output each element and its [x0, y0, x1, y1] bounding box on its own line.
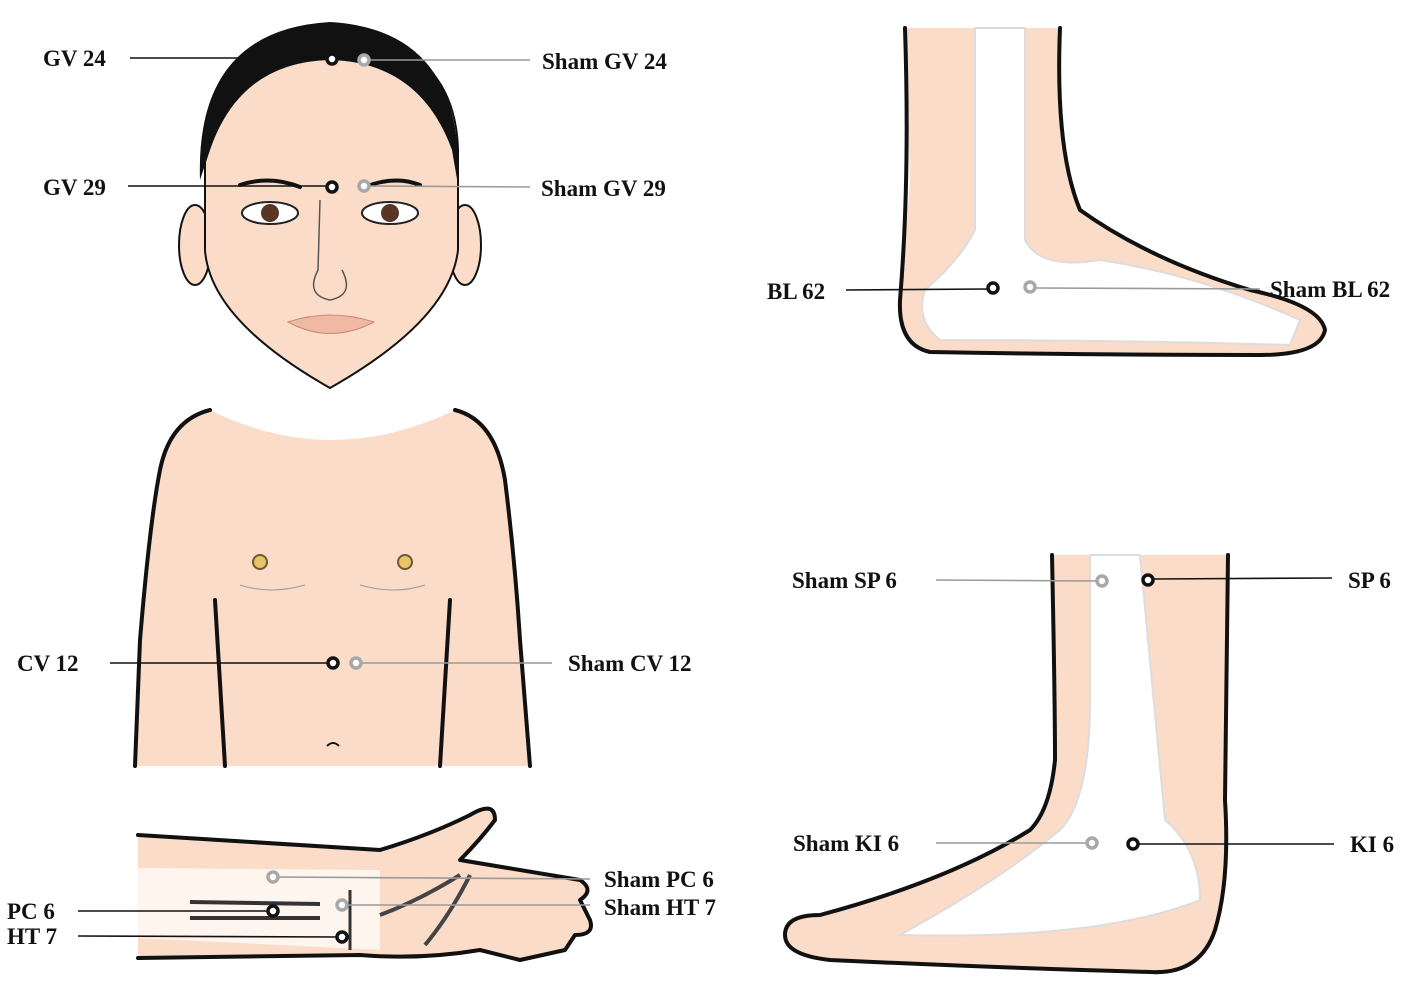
label-sham-bl62: Sham BL 62 [1270, 277, 1390, 302]
lateral-foot-figure [897, 26, 1327, 357]
point-pc6 [266, 904, 280, 918]
label-bl62: BL 62 [767, 279, 825, 304]
point-sham-bl62 [1023, 280, 1037, 294]
label-sham-pc6: Sham PC 6 [604, 867, 714, 892]
label-cv12: CV 12 [17, 651, 79, 676]
label-gv24: GV 24 [43, 46, 106, 71]
point-sham-ht7 [335, 898, 349, 912]
label-sham-sp6: Sham SP 6 [792, 568, 897, 593]
point-sham-gv29 [357, 179, 371, 193]
label-ht7: HT 7 [7, 924, 57, 949]
head-figure [178, 22, 482, 390]
point-bl62 [986, 281, 1000, 295]
hand-figure [136, 806, 593, 962]
point-gv29 [325, 180, 339, 194]
point-sp6 [1141, 573, 1155, 587]
label-pc6: PC 6 [7, 899, 55, 924]
point-ki6 [1126, 837, 1140, 851]
labels: GV 24 Sham GV 24 GV 29 Sham GV 29 CV 12 … [7, 46, 1394, 949]
acupoint-markers [266, 52, 1155, 944]
leader-lines [77, 57, 1334, 938]
label-sham-ht7: Sham HT 7 [604, 895, 716, 920]
point-sham-sp6 [1095, 574, 1109, 588]
medial-foot-figure [783, 553, 1230, 975]
point-sham-gv24 [357, 53, 371, 67]
torso-figure [133, 408, 532, 768]
label-sham-gv24: Sham GV 24 [542, 49, 667, 74]
label-ki6: KI 6 [1350, 832, 1394, 857]
label-sp6: SP 6 [1348, 568, 1391, 593]
point-sham-pc6 [266, 870, 280, 884]
point-gv24 [325, 52, 339, 66]
point-sham-ki6 [1085, 836, 1099, 850]
label-sham-ki6: Sham KI 6 [793, 831, 899, 856]
label-sham-cv12: Sham CV 12 [568, 651, 692, 676]
label-sham-gv29: Sham GV 29 [541, 176, 666, 201]
label-gv29: GV 29 [43, 175, 106, 200]
point-ht7 [335, 930, 349, 944]
point-sham-cv12 [349, 656, 363, 670]
point-cv12 [326, 656, 340, 670]
